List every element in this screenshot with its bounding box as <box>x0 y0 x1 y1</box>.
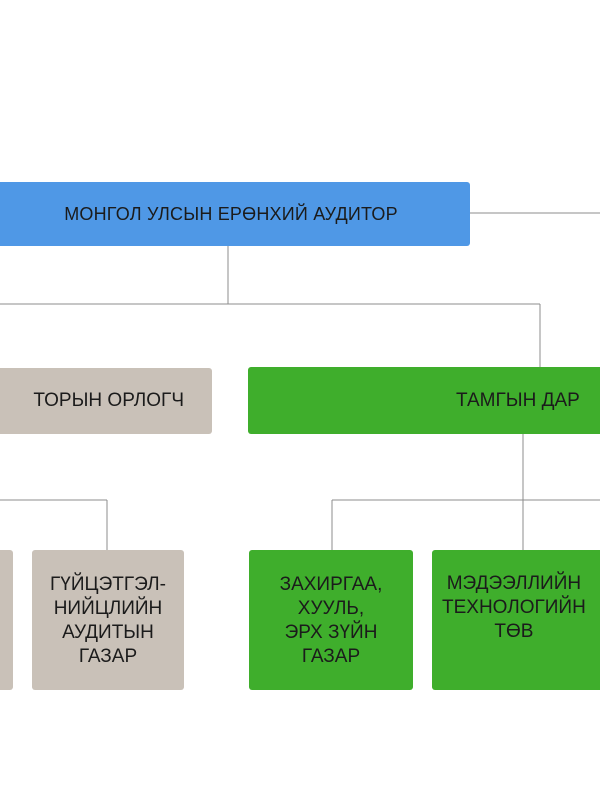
node-deputy-label: ТОРЫН ОРЛОГЧ <box>33 390 184 411</box>
node-admin-legal: ЗАХИРГАА, ХУУЛЬ, ЭРХ ЗҮЙН ГАЗАР <box>249 550 413 690</box>
node-performance-audit: ГҮЙЦЭТГЭЛ- НИЙЦЛИЙН АУДИТЫН ГАЗАР <box>32 550 184 690</box>
node-deputy: ТОРЫН ОРЛОГЧ <box>0 368 212 434</box>
node-secretariat-label: ТАМГЫН ДАР <box>456 389 580 411</box>
node-auditor-general-label: МОНГОЛ УЛСЫН ЕРӨНХИЙ АУДИТОР <box>64 203 398 224</box>
node-performance-audit-label: ГҮЙЦЭТГЭЛ- НИЙЦЛИЙН АУДИТЫН ГАЗАР <box>50 574 166 667</box>
node-secretariat: ТАМГЫН ДАР <box>248 367 600 434</box>
node-auditor-general: МОНГОЛ УЛСЫН ЕРӨНХИЙ АУДИТОР <box>0 182 470 246</box>
node-it-center: МЭДЭЭЛЛИЙН ТЕХНОЛОГИЙН ТӨВ <box>432 550 600 690</box>
node-admin-legal-label: ЗАХИРГАА, ХУУЛЬ, ЭРХ ЗҮЙН ГАЗАР <box>279 574 383 667</box>
node-left-partial <box>0 550 13 690</box>
node-it-center-label: МЭДЭЭЛЛИЙН ТЕХНОЛОГИЙН ТӨВ <box>442 573 586 642</box>
